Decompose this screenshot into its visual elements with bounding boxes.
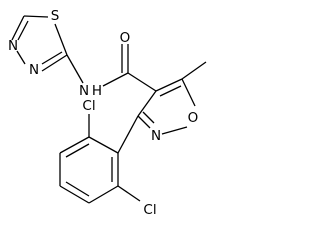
bond-n3-n4: [16, 50, 26, 65]
bond-c4-c5i-double: [159, 85, 182, 97]
bond-carbonyl-c4: [127, 72, 157, 92]
atom-labels: S N N O N H O N Cl Cl: [8, 8, 198, 218]
bond-ph1-ph2: [88, 136, 119, 154]
bond-o-n: [161, 126, 188, 135]
bond-n-c3: [137, 115, 151, 129]
atom-cl-bottom: Cl: [143, 202, 156, 218]
bond-c5i-methyl: [181, 61, 207, 80]
atom-o-carbonyl: O: [120, 30, 131, 46]
bond-s-c2: [23, 15, 49, 18]
bond-c4-c5i: [155, 78, 183, 92]
chemical-structure-diagram: S N N O N H O N Cl Cl: [8, 8, 207, 218]
bond-s-c5: [54, 23, 68, 56]
bond-c5-nh: [66, 54, 84, 84]
bond-c3-c4: [137, 90, 157, 117]
isoxazole-ring: [137, 61, 207, 135]
bond-ph4-ph5: [59, 185, 90, 204]
bond-c3-phenyl: [117, 115, 139, 154]
bond-ph2-ph3-double: [65, 143, 90, 158]
bond-ph6-cl: [117, 185, 141, 202]
atom-o-isoxazole: O: [188, 110, 199, 126]
dichlorophenyl-ring: [59, 114, 141, 204]
thiadiazole-ring: [11, 15, 68, 72]
bond-n4-c5: [41, 54, 68, 72]
bond-c5i-o: [181, 78, 196, 107]
bond-c2-n3: [11, 15, 25, 41]
atom-s: S: [51, 8, 60, 24]
bond-c2-n3-double: [17, 20, 29, 41]
bond-n-c3-double: [142, 111, 155, 124]
atom-n-thiadiazole-bottom: N: [29, 62, 39, 78]
amide-linker: [66, 44, 157, 92]
atom-n-amide: N: [79, 83, 89, 99]
bond-ph2-ph3: [59, 136, 90, 154]
bond-ph5-ph6: [88, 185, 119, 204]
atom-n-isoxazole: N: [151, 128, 161, 144]
bond-n4-c5-double: [41, 51, 63, 65]
bond-ph4-ph5-double: [65, 181, 90, 197]
atom-cl-top: Cl: [82, 98, 95, 114]
bond-nh-carbonyl: [102, 72, 129, 87]
atom-h-amide: H: [92, 83, 102, 99]
atom-n-thiadiazole-top: N: [8, 38, 18, 54]
